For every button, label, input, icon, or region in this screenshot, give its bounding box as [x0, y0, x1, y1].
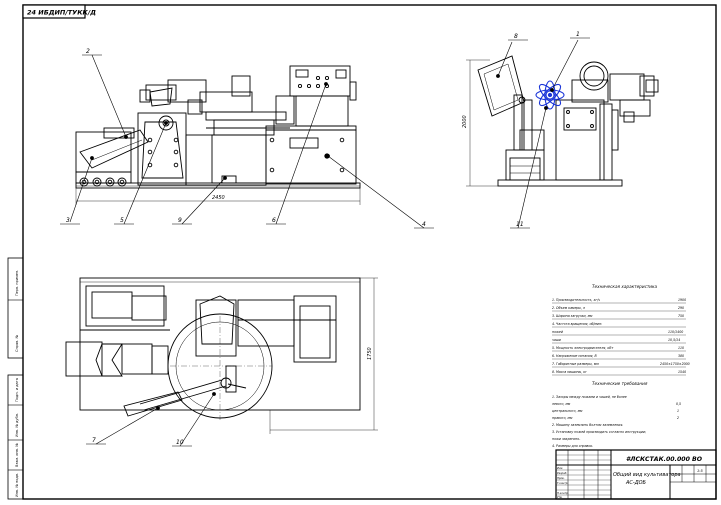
tech-requirements: Технические требования 1. Зазоры между н… — [551, 381, 681, 448]
title-block — [555, 449, 717, 500]
tech-char-row-value: 110/1400 — [668, 330, 683, 334]
tb-title-line2: АС-ДОБ — [625, 480, 647, 486]
margin-label-3: Подп. и дата — [15, 378, 19, 402]
callout-6: 6 — [272, 217, 276, 224]
callout-10: 10 — [176, 439, 184, 446]
tech-char-row-value: 380 — [678, 354, 684, 358]
callout-5: 5 — [120, 217, 124, 224]
tech-req-row-value: 1 — [677, 409, 679, 413]
tech-req-row-label: 2. Машину заземлить болтом заземления. — [552, 423, 623, 427]
tech-char-row-label: 2. Объем камеры, л — [552, 306, 585, 310]
tech-req-row-label: центрального, мм — [552, 409, 583, 413]
callout-4: 4 — [422, 221, 426, 228]
tech-char-row-value: 110 — [678, 346, 684, 350]
tb-row-label: Н.контр. — [557, 491, 569, 495]
tech-char-row-label: 4. Частота вращения, об/мин: — [552, 322, 602, 326]
tb-row-label: Пров. — [557, 476, 565, 480]
dim-side-height: 2000 — [462, 115, 468, 128]
tech-req-row-label: левого, мм — [551, 402, 571, 406]
callout-3: 3 — [66, 217, 70, 224]
tb-row-label: Т.контр. — [557, 481, 568, 485]
tech-char-row-value: 1900 — [678, 298, 686, 302]
left-margin-strip: Перв. примен. Справ. № Подп. и дата Инв.… — [7, 257, 24, 500]
sheet-border — [22, 4, 717, 500]
tech-char-row-label: 3. Ширина загрузки, мм — [552, 314, 593, 318]
tech-char-row-label: ножей — [552, 330, 563, 334]
side-view — [466, 55, 659, 187]
callout-7: 7 — [92, 437, 96, 444]
dim-front-width: 2450 — [212, 195, 225, 201]
tech-char-row-label: 5. Мощность электродвигателя, кВт — [552, 346, 613, 350]
callout-11: 11 — [516, 221, 524, 228]
tech-char-row-value: 290 — [678, 306, 684, 310]
plan-view — [65, 277, 378, 434]
corner-stamp-text: 24 ИБДИП/ТУКК/Д — [27, 9, 96, 17]
dim-plan-height: 1750 — [367, 347, 373, 360]
tb-scale: 1:5 — [697, 469, 703, 473]
margin-label-2: Справ. № — [15, 335, 19, 352]
tech-char-row-label: 1. Производительность, кг/ч — [552, 298, 600, 302]
tb-title-line1: Общий вид культиватора — [613, 472, 681, 478]
tech-req-heading: Технические требования — [592, 381, 648, 386]
tb-row-label: Утв. — [557, 495, 563, 499]
tb-row-label: Разраб. — [557, 471, 567, 475]
tech-char-row-value: 1540 — [678, 370, 686, 374]
plan-leaders — [86, 392, 216, 447]
tech-char-row-value: 750 — [678, 314, 684, 318]
tech-char-heading: Техническая характеристика — [592, 284, 658, 289]
tb-designation: #ЛСКСТАК.00.000 ВО — [626, 456, 703, 463]
callout-2: 2 — [86, 48, 90, 55]
tech-req-row-value: 0,5 — [676, 402, 681, 406]
tech-req-row-label: 4. Размеры для справок. — [552, 444, 593, 448]
tech-characteristics: Техническая характеристика 1. Производит… — [552, 284, 690, 376]
knife-rotor-icon — [535, 80, 565, 110]
callout-9: 9 — [178, 217, 182, 224]
tech-req-row-label: 1. Зазоры между ножами и чашей, не более — [552, 395, 627, 399]
margin-label-5: Взам. инв. № — [15, 443, 19, 467]
tech-req-row-label: ножи закрепить. — [552, 437, 580, 441]
front-leaders — [60, 54, 434, 229]
tech-char-row-value: 10,5/14 — [668, 338, 680, 342]
margin-label-1: Перв. примен. — [15, 270, 19, 296]
margin-label-4: Инв. № дубл. — [15, 413, 19, 437]
corner-stamp: 24 ИБДИП/ТУКК/Д — [22, 4, 96, 19]
callout-1: 1 — [576, 31, 580, 38]
tech-char-row-label: 6. Напряжение питания, В — [552, 354, 597, 358]
tech-char-row-label: 8. Масса машины, кг — [552, 370, 587, 374]
tech-char-row-label: 7. Габаритные размеры, мм — [552, 362, 599, 366]
tech-req-row-label: 3. Установку ножей производить согласно … — [552, 430, 646, 434]
callout-8: 8 — [514, 33, 518, 40]
tech-char-row-label: чаши — [552, 338, 561, 342]
tb-row-label: Изм. — [557, 466, 563, 470]
tech-req-row-label: правого, мм — [552, 416, 573, 420]
tech-char-row-value: 2450×1750×2000 — [660, 362, 690, 366]
front-view — [75, 65, 361, 205]
margin-label-6: Инв. № подл. — [15, 473, 19, 497]
side-leaders — [496, 37, 590, 229]
tech-req-row-value: 2 — [677, 416, 679, 420]
